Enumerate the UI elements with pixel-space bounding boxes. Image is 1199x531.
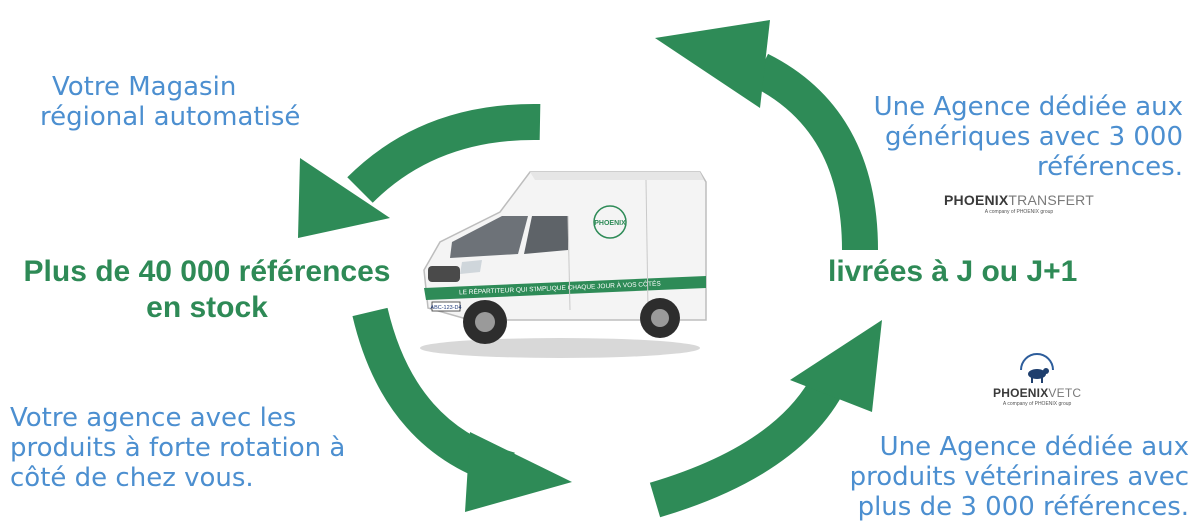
logo-phoenix-transfert: PHOENIXTRANSFERT A company of PHOENIX gr… [944, 192, 1094, 215]
text-line: régional automatisé [40, 102, 301, 132]
arrow-bottom-left [352, 307, 572, 512]
arrow-bottom-right [649, 320, 882, 518]
logo-bold: PHOENIX [944, 192, 1009, 208]
text-line: côté de chez vous. [10, 463, 254, 493]
text-bottom-right: Une Agence dédiée aux produits vétérinai… [850, 432, 1189, 522]
text-top-right: Une Agence dédiée aux génériques avec 3 … [874, 92, 1183, 182]
logo-light: TRANSFERT [1008, 192, 1094, 208]
text-line: références. [1037, 152, 1183, 182]
text-line: plus de 3 000 références. [857, 492, 1189, 522]
logo-tagline: A company of PHOENIX group [1002, 401, 1072, 407]
text-line: Une Agence dédiée aux [873, 92, 1183, 122]
text-line: Votre Magasin [52, 72, 237, 102]
text-center-left: Plus de 40 000 références en stock [8, 254, 406, 326]
text-line: Votre agence avec les [10, 403, 297, 433]
text-line: génériques avec 3 000 [885, 122, 1183, 152]
arrow-top-left [298, 103, 541, 238]
text-bottom-left: Votre agence avec les produits à forte r… [10, 403, 345, 493]
logo-light: VETC [1048, 386, 1082, 400]
logo-tagline: A company of PHOENIX group [984, 209, 1054, 215]
text-top-left: Votre Magasin régional automatisé [40, 72, 300, 132]
delivery-van: LE RÉPARTITEUR QUI S'IMPLIQUE CHAQUE JOU… [420, 171, 707, 358]
van-plate: ABC-123-D4 [430, 305, 461, 311]
arrow-top-right [655, 20, 878, 251]
text-line: produits à forte rotation à [10, 433, 346, 463]
text-line: Plus de 40 000 références [23, 255, 391, 288]
text-line: Une Agence dédiée aux [879, 432, 1189, 462]
text-line: produits vétérinaires avec [849, 462, 1189, 492]
text-line: en stock [146, 291, 268, 324]
cow-icon [1020, 353, 1055, 383]
logo-phoenix-vetc: PHOENIXVETC A company of PHOENIX group [993, 352, 1081, 407]
van-brand: PHOENIX [594, 220, 626, 227]
logo-bold: PHOENIX [993, 386, 1049, 400]
text-center-right: livrées à J ou J+1 [828, 255, 1078, 288]
